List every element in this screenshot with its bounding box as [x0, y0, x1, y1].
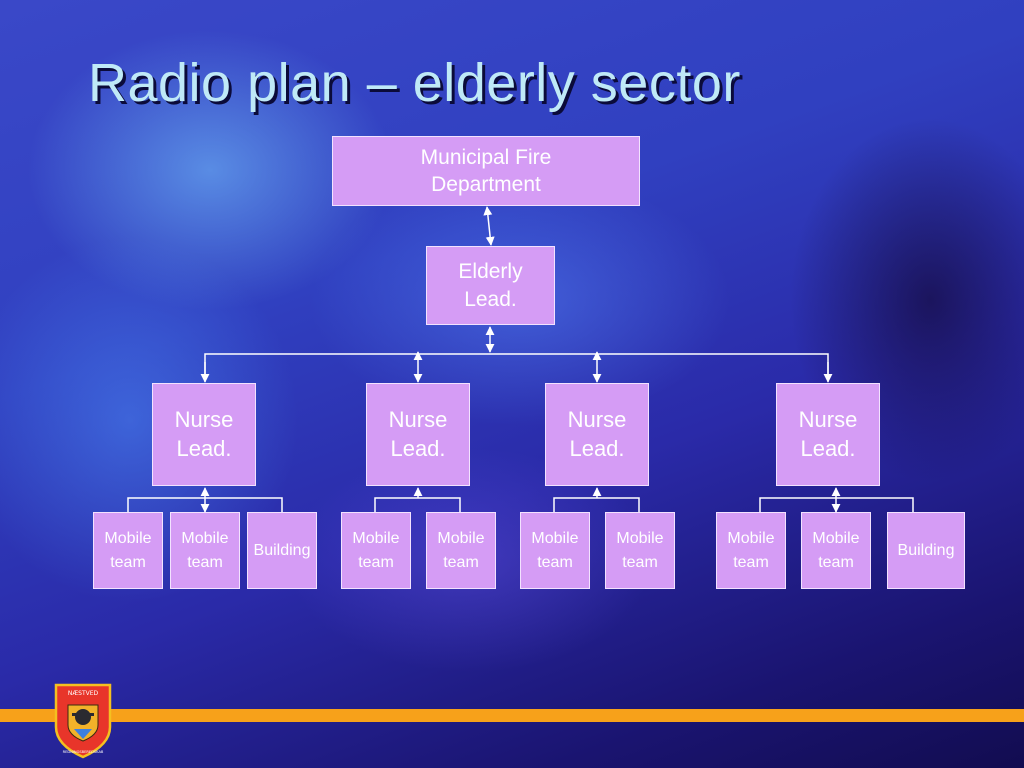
- node-label-line2: team: [110, 553, 146, 571]
- node-municipal-fire-department: Municipal Fire Department: [332, 136, 640, 206]
- node-label-line2: team: [187, 553, 223, 571]
- node-mobile-team: Mobile team: [520, 512, 590, 589]
- node-building: Building: [247, 512, 317, 589]
- node-mobile-team: Mobile team: [801, 512, 871, 589]
- node-building: Building: [887, 512, 965, 589]
- node-label-line2: Lead.: [464, 287, 517, 311]
- node-label-line2: team: [443, 553, 479, 571]
- node-label-line1: Building: [897, 541, 955, 559]
- fire-department-logo: NÆSTVED REDNINGSBEREDSKAB: [54, 683, 112, 759]
- node-label-line1: Building: [253, 541, 311, 559]
- node-label-line2: team: [622, 553, 658, 571]
- node-label-line1: Municipal Fire: [420, 145, 552, 169]
- node-mobile-team: Mobile team: [170, 512, 240, 589]
- node-label-line2: team: [358, 553, 394, 571]
- node-nurse-lead-1: Nurse Lead.: [152, 383, 256, 486]
- node-label-line1: Nurse: [798, 406, 858, 432]
- node-label-line2: team: [537, 553, 573, 571]
- node-label-line1: Nurse: [567, 406, 627, 432]
- node-label-line2: Lead.: [176, 435, 232, 461]
- node-label-line1: Mobile: [352, 530, 400, 548]
- node-label-line2: Lead.: [390, 435, 446, 461]
- node-mobile-team: Mobile team: [93, 512, 163, 589]
- node-elderly-lead: Elderly Lead.: [426, 246, 555, 325]
- node-label-line1: Mobile: [437, 530, 485, 548]
- node-label-line2: Lead.: [800, 435, 856, 461]
- node-nurse-lead-3: Nurse Lead.: [545, 383, 649, 486]
- node-label-line1: Nurse: [388, 406, 448, 432]
- link-root-elderly: [483, 206, 495, 246]
- node-mobile-team: Mobile team: [341, 512, 411, 589]
- team-bus-1: [127, 497, 283, 512]
- node-label-line2: Department: [431, 173, 541, 196]
- node-label-line1: Mobile: [104, 530, 152, 548]
- node-label-line2: team: [818, 553, 854, 571]
- node-nurse-lead-2: Nurse Lead.: [366, 383, 470, 486]
- node-mobile-team: Mobile team: [716, 512, 786, 589]
- node-label-line1: Mobile: [727, 530, 775, 548]
- node-label-line1: Mobile: [531, 530, 579, 548]
- team-bus-3: [553, 497, 640, 512]
- node-mobile-team: Mobile team: [426, 512, 496, 589]
- node-label-line1: Mobile: [181, 530, 229, 548]
- logo-ring-text: REDNINGSBEREDSKAB: [63, 750, 104, 754]
- node-label-line2: team: [733, 553, 769, 571]
- team-bus-2: [374, 497, 461, 512]
- node-label-line1: Mobile: [616, 530, 664, 548]
- team-bus-4: [759, 497, 914, 512]
- slide-title: Radio plan – elderly sector: [88, 53, 741, 113]
- node-label-line2: Lead.: [569, 435, 625, 461]
- node-nurse-lead-4: Nurse Lead.: [776, 383, 880, 486]
- node-label-line1: Elderly: [458, 260, 523, 284]
- node-label-line1: Nurse: [174, 406, 234, 432]
- node-mobile-team: Mobile team: [605, 512, 675, 589]
- logo-top-text: NÆSTVED: [68, 690, 99, 697]
- node-label-line1: Mobile: [812, 530, 860, 548]
- nurse-bus: [204, 353, 829, 381]
- footer-accent-bar: [0, 709, 1024, 722]
